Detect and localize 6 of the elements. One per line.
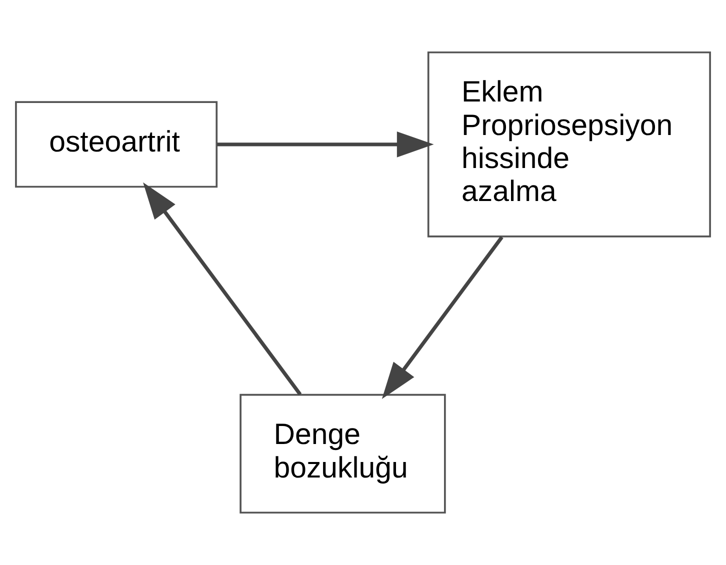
node-box: Eklem Propriosepsiyon hissinde azalma — [427, 51, 711, 238]
arrow — [217, 132, 434, 158]
node-box: Denge bozukluğu — [240, 394, 446, 514]
node-box: osteoartrit — [15, 101, 218, 188]
arrow — [143, 182, 302, 396]
arrow — [382, 236, 504, 400]
